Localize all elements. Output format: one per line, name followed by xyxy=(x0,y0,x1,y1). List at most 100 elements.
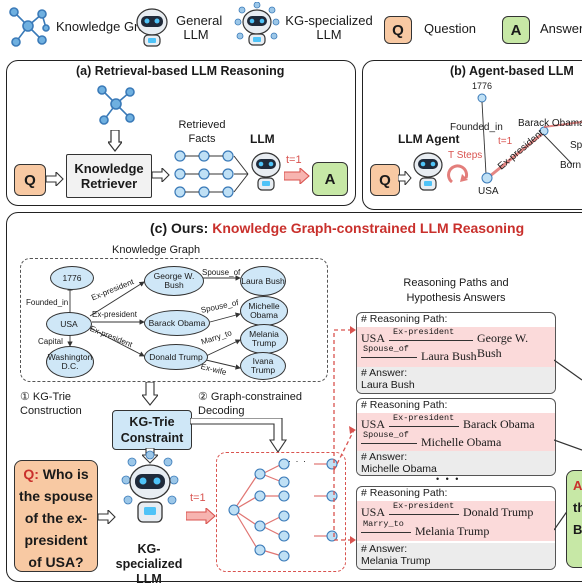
path-fanout-arrows xyxy=(333,326,356,544)
legend-question-label: Question xyxy=(424,21,477,36)
path-3-answer-head: # Answer: xyxy=(361,543,408,555)
general-llm-robot-icon xyxy=(136,8,168,47)
path-1-head: # Reasoning Path: xyxy=(361,313,448,325)
kg-node-ivana: Ivana Trump xyxy=(240,352,286,380)
general-llm-robot-icon xyxy=(251,152,281,191)
paths-title: Reasoning Paths and Hypothesis Answers xyxy=(403,277,509,304)
panel-c-step-label: t=1 xyxy=(190,492,206,504)
kg-node-michelle: Michelle Obama xyxy=(240,296,288,326)
knowledge-graph-icon xyxy=(9,7,50,47)
kg-node-washington: Washington D.C. xyxy=(46,346,94,378)
kg-node-george: George W. Bush xyxy=(144,266,204,296)
right-arrow-icon xyxy=(186,508,216,524)
path-3-answer-value: Melania Trump xyxy=(361,555,431,567)
path-1-r1: Ex-president xyxy=(393,327,455,337)
kg-specialized-llm-robot-icon xyxy=(121,450,179,523)
question-card-q: Q: xyxy=(23,466,39,482)
panel-b-founded-in-label: Founded_in xyxy=(450,122,503,133)
panel-b-born-label: Born xyxy=(560,160,582,171)
kg-node-melania: Melania Trump xyxy=(240,324,288,354)
path-2-answer-value: Michelle Obama xyxy=(361,463,437,475)
path-1-e1: USA xyxy=(361,331,386,345)
panel-c-title-main: Knowledge Graph-constrained LLM Reasonin… xyxy=(212,220,525,236)
panel-a-step-label: t=1 xyxy=(286,154,302,166)
t-steps-label: T Steps xyxy=(448,150,483,161)
edge-capital: Capital xyxy=(38,337,63,346)
panel-b-barack-label: Barack Obama xyxy=(518,118,582,129)
reasoning-path-card-3: # Reasoning Path: USA Ex-president Donal… xyxy=(356,486,556,570)
path-3-e3: Melania Trump xyxy=(415,524,490,538)
edge-ex-president-2: Ex-president xyxy=(92,310,137,319)
decoding-dots: · · · xyxy=(288,456,307,466)
decoding-frame xyxy=(216,452,346,572)
kg-specialized-llm-label: KG-specialized LLM xyxy=(115,542,183,586)
panel-a-title: (a) Retrieval-based LLM Reasoning xyxy=(76,64,285,78)
path-2-answer-head: # Answer: xyxy=(361,451,408,463)
llm-agent-label: LLM Agent xyxy=(398,132,460,146)
path-1-e3: Laura Bush xyxy=(421,349,477,363)
path-2-e2: Barack Obama xyxy=(463,417,535,431)
path-2-r1: Ex-president xyxy=(393,413,455,423)
reasoning-path-card-2: # Reasoning Path: USA Ex-president Barac… xyxy=(356,398,556,476)
path-3-head: # Reasoning Path: xyxy=(361,487,448,499)
path-1-r2: Spouse_of xyxy=(363,344,409,354)
path-1-answer: # Answer: Laura Bush xyxy=(357,367,555,393)
path-3-r2: Marry_to xyxy=(363,519,404,529)
panel-b-graph xyxy=(477,93,582,184)
panel-b-node-1776: 1776 xyxy=(472,81,493,91)
down-arrow-icon xyxy=(108,130,122,152)
kg-label: Knowledge Graph xyxy=(112,244,201,256)
kg-node-laura: Laura Bush xyxy=(240,266,286,296)
final-answer-a: A: xyxy=(573,478,582,493)
legend-knowledge-graph-label: Knowledge Graph xyxy=(56,19,161,34)
legend-general-llm-label: General LLM xyxy=(176,13,223,42)
retrieved-facts-label: Retrieved Facts xyxy=(178,119,226,145)
panel-b-usa-label: USA xyxy=(478,186,499,197)
panel-b-step-label: t=1 xyxy=(498,136,513,147)
path-3-e2: Donald Trump xyxy=(463,505,534,519)
panel-b-title: (b) Agent-based LLM xyxy=(450,64,574,78)
path-2-e3: Michelle Obama xyxy=(421,435,502,449)
question-card: Q: Who is the spouse of the ex-president… xyxy=(14,460,98,572)
right-arrow-icon xyxy=(46,172,64,186)
edge-founded-in: Founded_in xyxy=(26,298,69,307)
down-arrow-icon xyxy=(142,382,158,406)
reasoning-path-card-1: # Reasoning Path: USA Ex-president Georg… xyxy=(356,312,556,394)
path-3-r1: Ex-president xyxy=(393,501,455,511)
final-answer-line3: Bu xyxy=(573,522,582,537)
loop-arrow-icon xyxy=(447,164,469,184)
trie-to-decoding-arrow xyxy=(190,418,288,453)
edge-spouse-of-1: Spouse_of xyxy=(202,268,241,277)
panel-a-question-badge: Q xyxy=(14,164,46,196)
retrieved-facts-chains xyxy=(174,150,249,198)
panel-a-llm-label: LLM xyxy=(250,132,275,146)
panel-b-question-badge: Q xyxy=(370,164,400,196)
panel-a-answer-badge: A xyxy=(312,162,348,196)
right-arrow-icon xyxy=(284,168,310,184)
question-text: Who is the spouse of the ex-president of… xyxy=(19,466,93,570)
llm-agent-robot-icon xyxy=(413,152,443,191)
decoding-trie xyxy=(228,458,338,562)
path-1-answer-value: Laura Bush xyxy=(361,379,415,391)
kg-node-1776: 1776 xyxy=(50,266,94,290)
path-2-head: # Reasoning Path: xyxy=(361,399,448,411)
panel-c-title: (c) Ours: Knowledge Graph-constrained LL… xyxy=(150,220,524,236)
right-arrow-icon xyxy=(398,171,412,185)
path-3-answer: # Answer: Melania Trump xyxy=(357,543,555,569)
right-arrow-icon xyxy=(98,510,116,524)
panel-retrieval-based xyxy=(6,60,356,206)
legend-question-badge: Q xyxy=(384,16,412,44)
more-paths-dots: • • • xyxy=(436,474,461,484)
kg-trie-construction-label: ① KG-Trie Construction xyxy=(20,391,82,417)
kg-specialized-llm-robot-icon xyxy=(234,2,280,46)
path-2-e1: USA xyxy=(361,417,386,431)
kg-node-barack: Barack Obama xyxy=(144,310,210,336)
legend-answer-badge: A xyxy=(502,16,530,44)
kg-node-usa: USA xyxy=(46,312,92,336)
panel-b-sp-label: Sp xyxy=(570,140,582,151)
kg-edges xyxy=(67,275,241,370)
legend-kg-specialized-llm-label: KG-specialized LLM xyxy=(285,13,373,42)
path-1-e2: George W. Bush xyxy=(477,331,529,360)
knowledge-retriever-box: Knowledge Retriever xyxy=(66,154,152,198)
panel-c-title-prefix: (c) Ours: xyxy=(150,220,213,236)
